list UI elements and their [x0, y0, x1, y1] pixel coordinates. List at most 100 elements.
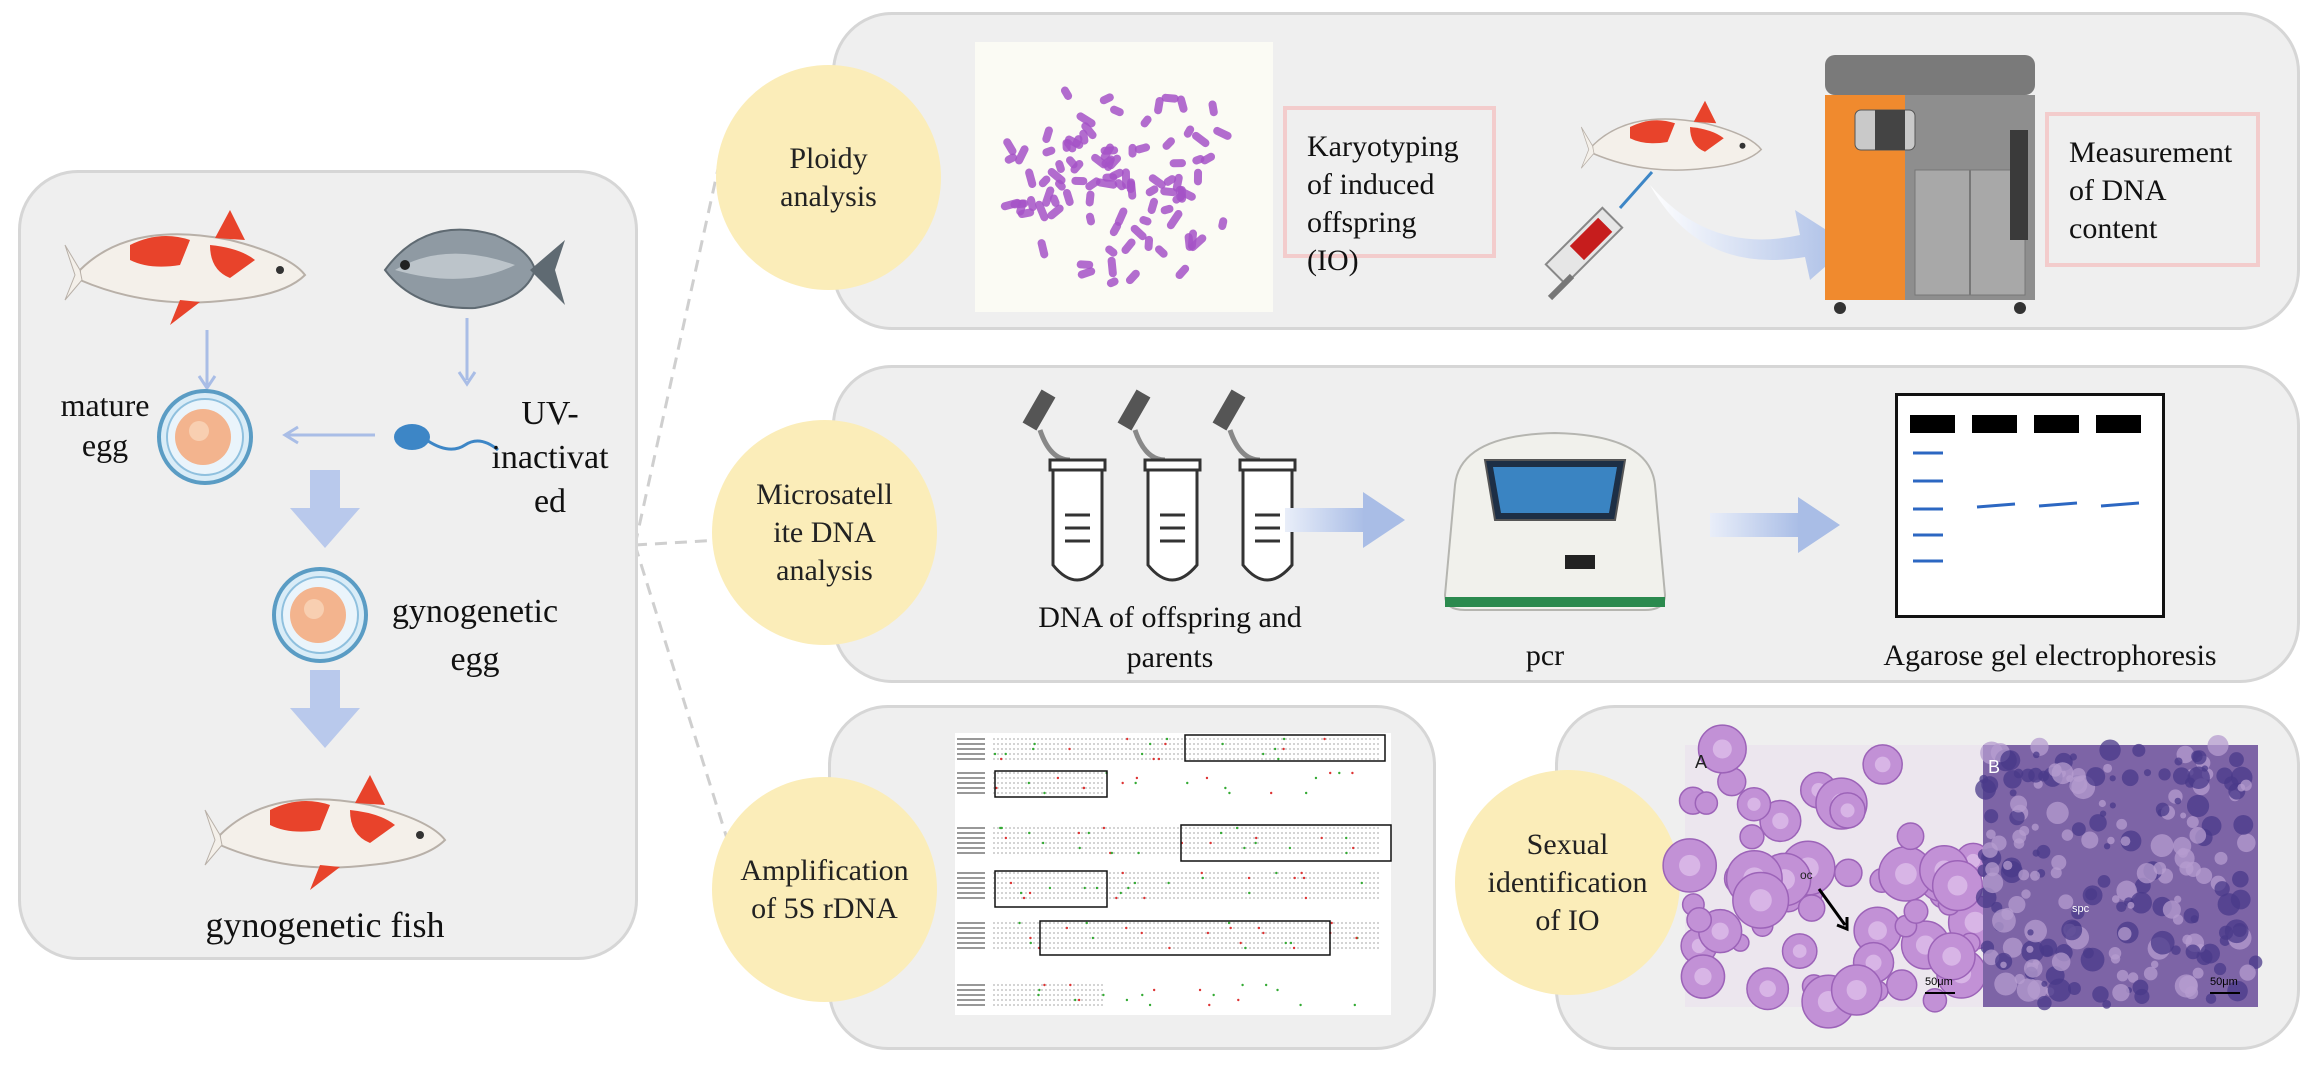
chromosome: [1121, 168, 1131, 189]
chromosome: [1107, 256, 1117, 278]
koi-to-egg-arrow: [197, 330, 217, 391]
chromosome: [1154, 96, 1164, 115]
chromosome: [1042, 186, 1055, 207]
oc-arrow: [1817, 888, 1849, 932]
gynogenetic-fish-label: gynogenetic fish: [205, 905, 445, 945]
chromosome: [1042, 126, 1053, 144]
chromosome: [1160, 204, 1174, 215]
pcr-tubes-icon: [1022, 390, 1310, 600]
gynogenetic-egg-icon: [272, 567, 368, 663]
chromosome: [1162, 137, 1175, 150]
sperm-icon: [394, 424, 499, 452]
sequence-alignment-image: [955, 733, 1392, 1015]
chromosome: [1004, 153, 1018, 164]
chromosome: [1077, 267, 1096, 279]
karyotyping-box: Karyotyping of induced offspring (IO): [1283, 106, 1496, 277]
chromosome: [1027, 195, 1037, 212]
chromosome: [1076, 260, 1094, 269]
chromosome: [1072, 135, 1083, 148]
panel-b-label: B: [1988, 757, 2001, 777]
measurement-label: Measurement of DNA content: [2069, 136, 2233, 245]
chromosome: [1125, 269, 1140, 285]
chromosome: [1144, 235, 1154, 252]
chromosome: [1085, 212, 1096, 226]
chromosome: [1055, 160, 1065, 173]
chromosome: [1062, 188, 1074, 206]
tubes-to-pcr-arrow: [1285, 492, 1405, 548]
dna-caption: DNA of offspring and parents: [1038, 601, 1302, 674]
mature-egg-icon: [157, 389, 253, 485]
gel-image: [1895, 393, 2165, 618]
chromosome: [1070, 159, 1084, 174]
bream-fish-icon: [383, 228, 565, 310]
chromosome: [1091, 153, 1108, 169]
chromosome: [1038, 175, 1051, 188]
chromosome: [1114, 207, 1128, 226]
down-arrow-2: [290, 670, 360, 748]
chromosome: [1025, 168, 1037, 188]
chromosome: [1183, 125, 1195, 138]
chromosome: [1109, 221, 1122, 237]
chromosome: [1191, 131, 1210, 148]
pcr-caption: pcr: [1525, 639, 1565, 672]
sperm-to-egg-arrow: [282, 425, 375, 445]
chromosome: [1035, 200, 1049, 222]
chromosome: [1106, 277, 1119, 288]
chromosome: [1145, 185, 1159, 197]
chromosome: [1076, 112, 1096, 128]
syringe-icon: [1544, 171, 1654, 301]
panel-a-label: A: [1695, 752, 1708, 772]
chromosome: [1184, 233, 1194, 251]
chromosome: [1175, 264, 1190, 280]
gel-caption: Agarose gel electrophoresis: [1883, 639, 2217, 672]
measurement-box: Measurement of DNA content: [2045, 112, 2260, 267]
chromosome: [1193, 168, 1203, 186]
uv-inactivated-label: UV- inactivat ed: [491, 395, 609, 520]
chromosome: [1003, 138, 1017, 156]
chromosome: [1105, 245, 1118, 257]
chromosome: [1169, 159, 1186, 168]
chromosome: [1000, 198, 1022, 211]
chromosome: [1095, 178, 1118, 189]
transfer-arrow: [1650, 185, 1850, 280]
scale-label-a: 50μm: [1925, 976, 1953, 988]
chromosome: [1100, 143, 1115, 161]
chromosome: [1037, 239, 1049, 259]
chromosome: [1060, 86, 1073, 100]
chromosome: [1121, 238, 1136, 255]
chromosome: [1130, 224, 1147, 241]
microsatellite-circle: Microsatell ite DNA analysis: [712, 420, 937, 645]
chromosome: [1079, 129, 1089, 145]
gynogenetic-koi-icon: [204, 775, 447, 890]
flow-cytometer-icon: [1825, 55, 2035, 314]
chromosome: [1016, 199, 1027, 216]
testis-histology-image: [1975, 734, 2263, 1011]
ploidy-circle: Ploidy analysis: [716, 65, 941, 290]
pcr-to-gel-arrow: [1710, 497, 1840, 553]
chromosome: [1085, 177, 1101, 191]
chromosome: [1160, 187, 1178, 197]
bream-to-sperm-arrow: [457, 318, 477, 387]
karyotyping-label: Karyotyping of induced offspring (IO): [1307, 130, 1459, 277]
chromosome: [1213, 126, 1232, 140]
chromosome: [1200, 152, 1216, 165]
chromosome: [1042, 146, 1056, 157]
gynogenetic-egg-label: gynogenetic egg: [391, 593, 559, 678]
chromosome: [1176, 95, 1188, 113]
chromosome: [1047, 168, 1066, 185]
chromosome: [1099, 93, 1114, 105]
spc-label: spc: [2072, 903, 2090, 915]
scale-bar-a: [1925, 992, 1955, 994]
chromosome: [1163, 175, 1177, 186]
sexual-id-circle: Sexual identification of IO: [1455, 770, 1680, 995]
chromosome: [1139, 216, 1152, 226]
chromosome: [1218, 217, 1228, 230]
chromosome: [1049, 194, 1060, 207]
chromosome: [1147, 197, 1158, 214]
chromosome: [1208, 100, 1218, 117]
chromosome: [1062, 138, 1071, 152]
down-arrow-1: [290, 470, 360, 548]
chromosome: [1110, 105, 1124, 117]
chromosome: [1071, 176, 1088, 186]
